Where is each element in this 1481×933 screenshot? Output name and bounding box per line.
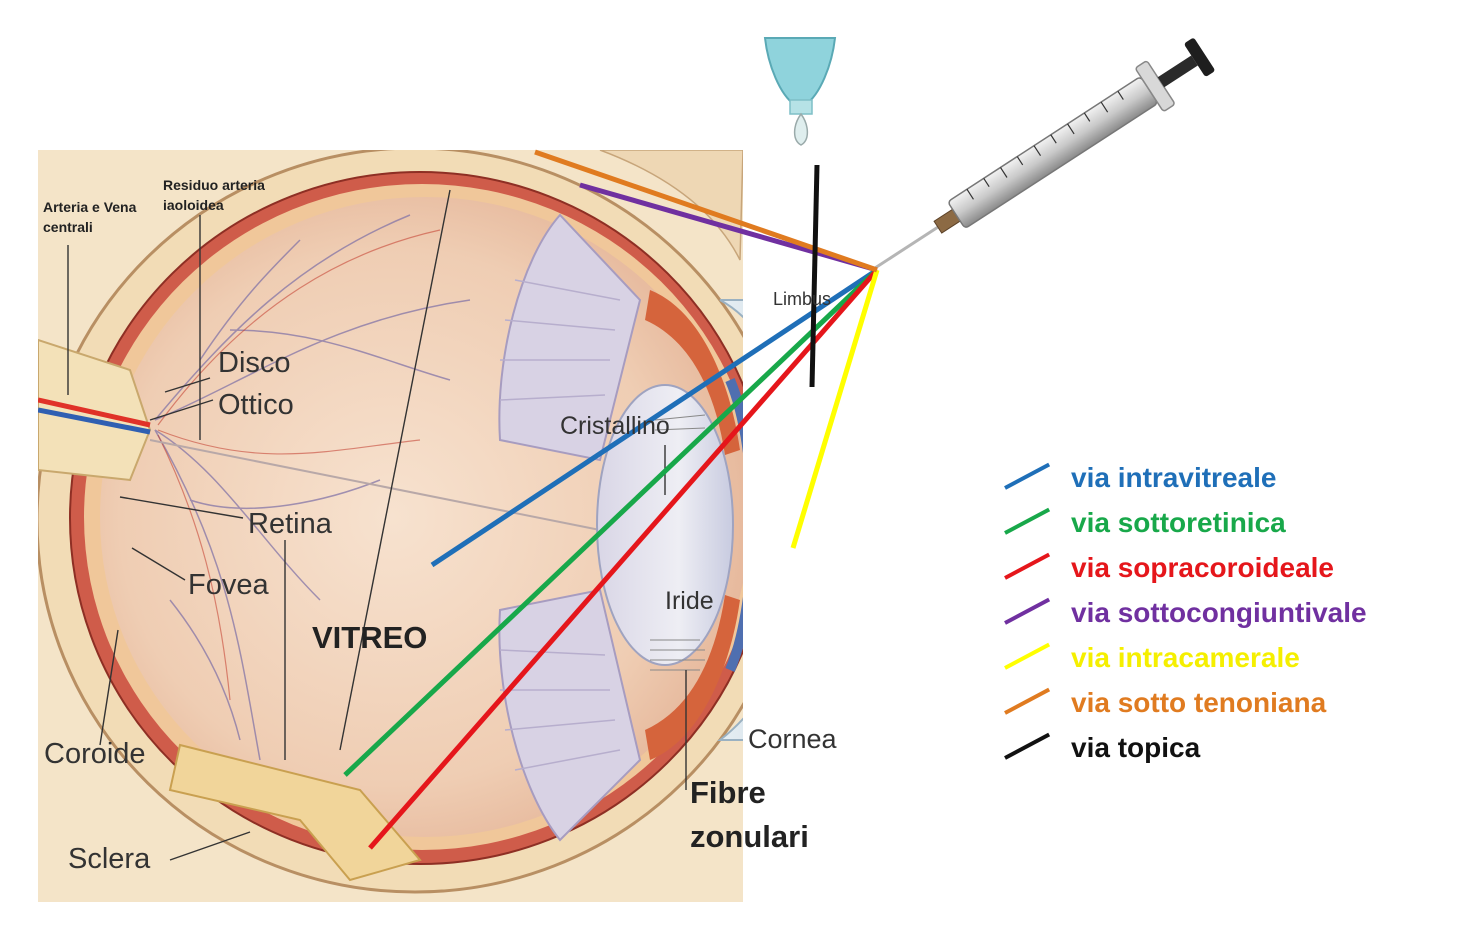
legend-swatch	[1004, 732, 1051, 760]
route-line-sottoretinica	[343, 268, 879, 777]
label-cornea: Cornea	[748, 724, 838, 754]
lens	[596, 384, 734, 666]
legend-label: via intravitreale	[1071, 462, 1277, 493]
label-fovea: Fovea	[188, 569, 269, 601]
label-residuo-line2: iaoloidea	[163, 197, 224, 213]
label-vitreo: VITREO	[312, 620, 427, 655]
hyaloid-canal	[149, 439, 601, 531]
label-retina: Retina	[248, 508, 333, 540]
legend-item: via intravitreale	[1004, 462, 1475, 502]
route-line-sottocongiuntivale	[579, 182, 878, 273]
legend-label: via sottoretinica	[1071, 507, 1286, 538]
legend-swatch	[1004, 507, 1051, 535]
label-iride: Iride	[665, 587, 714, 615]
legend-label: via sopracoroideale	[1071, 552, 1335, 583]
legend-item: via topica	[1004, 732, 1475, 772]
legend-label: via intracamerale	[1071, 642, 1300, 673]
legend-item: via sottoretinica	[1004, 507, 1475, 547]
label-residuo-line1: Residuo arteria	[163, 177, 265, 193]
legend-item: via intracamerale	[1004, 642, 1475, 682]
legend-label: via sotto tenoniana	[1071, 687, 1327, 718]
route-line-intracamerale	[790, 269, 880, 549]
syringe-icon	[874, 38, 1215, 270]
label-arteria-line1: Arteria e Vena	[43, 199, 137, 215]
anatomy-labels: Arteria e Vena centrali Residuo arteria …	[43, 177, 838, 875]
label-disco-line1: Disco	[218, 347, 291, 379]
legend-swatch	[1004, 597, 1051, 625]
label-arteria-line2: centrali	[43, 219, 93, 235]
label-coroide: Coroide	[44, 738, 146, 770]
label-cristallino: Cristallino	[560, 412, 670, 440]
legend-item: via sotto tenoniana	[1004, 687, 1475, 727]
label-limbus: Limbus	[773, 289, 831, 309]
legend-item: via sottocongiuntivale	[1004, 597, 1475, 637]
route-line-sopracoroideale	[368, 268, 879, 850]
pointer-lines	[67, 189, 687, 861]
zonular-fibers	[650, 414, 706, 671]
central-artery	[38, 397, 151, 428]
legend-swatch	[1004, 687, 1051, 715]
route-line-sotto-tenoniana	[534, 149, 878, 273]
legend-swatch	[1004, 552, 1051, 580]
eye-dropper-icon	[763, 37, 837, 146]
legend-swatch	[1004, 642, 1051, 670]
iris-lower	[645, 595, 740, 760]
label-sclera: Sclera	[68, 843, 151, 875]
legend-label: via topica	[1071, 732, 1201, 763]
label-fibre-line2: zonulari	[690, 819, 809, 854]
route-line-topica	[809, 164, 820, 388]
route-line-intravitreale	[430, 267, 879, 568]
legend-swatch	[1004, 462, 1051, 490]
iris-pigment	[725, 378, 743, 672]
iris-upper	[645, 290, 740, 455]
legend-item: via sopracoroideale	[1004, 552, 1475, 592]
ciliary-body-lower	[498, 588, 642, 842]
legend-label: via sottocongiuntivale	[1071, 597, 1367, 628]
route-lines	[343, 149, 880, 850]
sclera-cut	[168, 743, 422, 882]
central-vein	[38, 407, 151, 435]
label-fibre-line1: Fibre	[690, 775, 766, 810]
label-disco-line2: Ottico	[218, 389, 294, 421]
eye-illustration	[38, 150, 743, 902]
